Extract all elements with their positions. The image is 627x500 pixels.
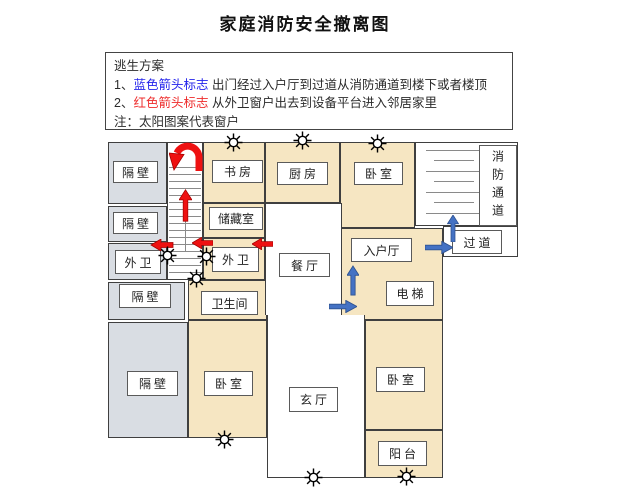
room-label-outer-bath-right: 外 卫 (212, 247, 259, 272)
window-sun-icon (158, 246, 177, 265)
room-label-study: 书 房 (212, 160, 263, 183)
legend-note: 注：太阳图案代表窗户 (114, 114, 240, 129)
room-label-kitchen: 厨 房 (277, 162, 328, 185)
window-sun-icon (187, 269, 206, 288)
red-arrow-label: 红色箭头标志 (133, 96, 209, 110)
window-sun-icon (397, 467, 416, 486)
room-label-bedroom-right: 卧 室 (376, 367, 425, 392)
room-label-neighbor-1: 隔 壁 (113, 161, 158, 183)
room-label-elevator: 电 梯 (386, 281, 434, 306)
legend-box: 逃生方案 1、蓝色箭头标志 出门经过入户厅到过道从消防通道到楼下或者楼顶 2、红… (105, 52, 513, 130)
window-sun-icon (215, 430, 234, 449)
window-sun-icon (293, 131, 312, 150)
room-label-entry-hall: 入户厅 (351, 238, 412, 262)
room-label-bathroom: 卫生间 (201, 291, 258, 315)
legend-heading: 逃生方案 (114, 59, 165, 73)
red-left-arrow-icon (192, 237, 213, 249)
room-label-fire-corridor: 消防通道 (479, 145, 517, 226)
window-sun-icon (224, 133, 243, 152)
blue-arrow-label: 蓝色箭头标志 (133, 77, 209, 92)
room-label-neighbor-3: 隔 壁 (119, 284, 171, 308)
room-label-outer-bath-left: 外 卫 (115, 250, 161, 274)
blue-right-arrow-icon (329, 300, 357, 313)
room-label-foyer: 玄 厅 (289, 387, 338, 412)
room-label-neighbor-2: 隔 壁 (113, 212, 158, 234)
window-sun-icon (197, 247, 216, 266)
red-up-arrow-icon (179, 189, 192, 222)
red-left-arrow-icon (150, 239, 174, 251)
blue-up-arrow-icon (347, 265, 359, 296)
blue-right-arrow-icon (425, 241, 453, 254)
legend-item-red: 2、红色箭头标志 从外卫窗户出去到设备平台进入邻居家里 (114, 96, 437, 110)
room-label-corridor: 过 道 (452, 230, 502, 254)
room-label-neighbor-4: 隔 壁 (127, 371, 178, 396)
room-label-bedroom-left: 卧 室 (204, 371, 253, 396)
room-label-storage: 储藏室 (209, 207, 263, 230)
page-title: 家庭消防安全撤离图 (219, 15, 391, 34)
room-label-dining: 餐 厅 (279, 253, 330, 277)
red-left-arrow-icon (252, 238, 273, 250)
room-bedroom-top (340, 142, 415, 228)
room-label-balcony: 阳 台 (378, 441, 427, 466)
blue-up-arrow-icon (447, 215, 459, 242)
red-uturn-arrow-icon (169, 142, 203, 171)
window-sun-icon (368, 134, 387, 153)
stair-treads (434, 160, 474, 208)
window-sun-icon (304, 468, 323, 487)
legend-item-blue: 1、蓝色箭头标志 出门经过入户厅到过道从消防通道到楼下或者楼顶 (114, 77, 487, 92)
room-label-bedroom-top: 卧 室 (354, 162, 403, 185)
stair-divider (185, 196, 186, 252)
